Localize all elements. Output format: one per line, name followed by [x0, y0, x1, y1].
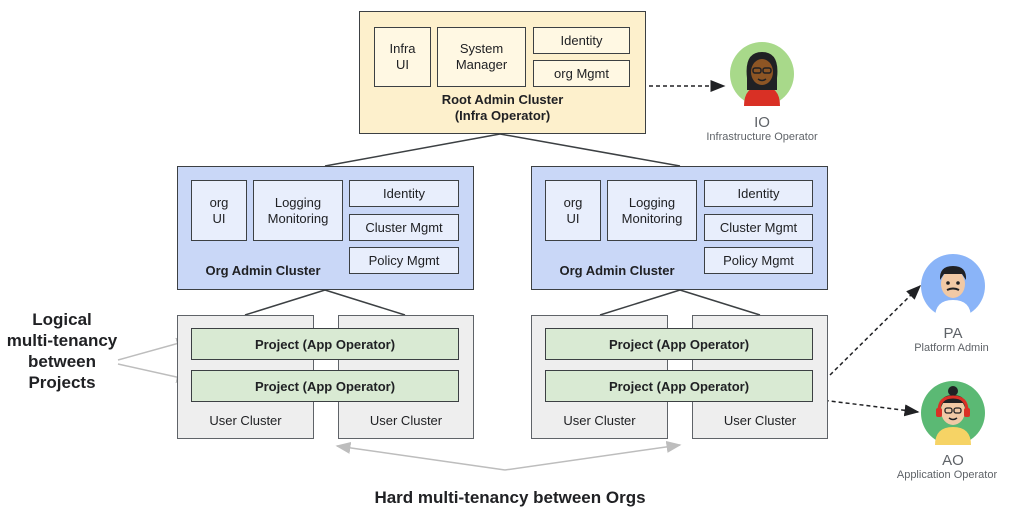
hard-multi-tenancy-label: Hard multi-tenancy between Orgs — [374, 488, 646, 507]
org1-identity-box: Identity — [349, 180, 459, 207]
system-manager-box: System Manager — [437, 27, 526, 87]
io-role: Infrastructure Operator — [706, 131, 818, 143]
org-mgmt-box: org Mgmt — [533, 60, 630, 87]
org1-to-user-right-line — [324, 289, 406, 316]
org1-logging-monitoring-box: Logging Monitoring — [253, 180, 343, 241]
org2-cluster-title: Org Admin Cluster — [559, 263, 675, 278]
infrastructure-operator-avatar-icon — [730, 42, 794, 106]
platform-admin-avatar-icon — [921, 254, 985, 318]
root-to-org2-line — [499, 133, 681, 167]
root-cluster-title: Root Admin Cluster (Infra Operator) — [441, 92, 564, 123]
pa-role: Platform Admin — [914, 342, 989, 354]
root-to-org1-line — [324, 133, 501, 167]
org2-to-user-left-line — [599, 289, 681, 316]
org1-cluster-mgmt-box: Cluster Mgmt — [349, 214, 459, 241]
org1-cluster-title: Org Admin Cluster — [205, 263, 321, 278]
infra-ui-box: Infra UI — [374, 27, 431, 87]
org1-to-user-left-line — [244, 289, 326, 316]
pa-dashed-arrow — [829, 284, 922, 376]
ao-abbr: AO — [942, 452, 964, 469]
org1-user-cluster-left-label: User Cluster — [209, 413, 282, 428]
org2-to-user-right-line — [679, 289, 761, 316]
org1-policy-mgmt-box: Policy Mgmt — [349, 247, 459, 274]
org2-identity-box: Identity — [704, 180, 813, 207]
org1-ui-box: org UI — [191, 180, 247, 241]
org2-user-cluster-right-label: User Cluster — [723, 413, 797, 428]
hard-arrow-left — [335, 441, 506, 471]
org1-project-1: Project (App Operator) — [191, 328, 459, 360]
org2-logging-monitoring-box: Logging Monitoring — [607, 180, 697, 241]
org2-ui-box: org UI — [545, 180, 601, 241]
ao-role: Application Operator — [896, 469, 998, 481]
application-operator-avatar-icon — [921, 381, 985, 445]
logical-multi-tenancy-label: Logical multi-tenancy between Projects — [6, 310, 118, 392]
org1-project-2: Project (App Operator) — [191, 370, 459, 402]
org2-cluster-mgmt-box: Cluster Mgmt — [704, 214, 813, 241]
pa-abbr: PA — [943, 325, 963, 342]
org1-user-cluster-right-label: User Cluster — [369, 413, 443, 428]
org2-project-1: Project (App Operator) — [545, 328, 813, 360]
org2-policy-mgmt-box: Policy Mgmt — [704, 247, 813, 274]
org2-project-2: Project (App Operator) — [545, 370, 813, 402]
org2-user-cluster-left-label: User Cluster — [563, 413, 636, 428]
root-identity-box: Identity — [533, 27, 630, 54]
hard-arrow-right — [504, 440, 682, 471]
io-abbr: IO — [754, 114, 770, 131]
